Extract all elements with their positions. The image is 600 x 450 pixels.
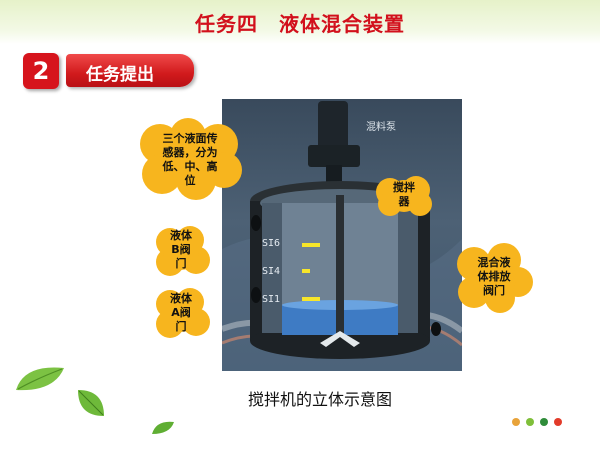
callout-valve-b-line-1: 液体 bbox=[170, 229, 192, 242]
callout-drain-line-3: 阀门 bbox=[483, 284, 505, 297]
sensor-label-mid: SI4 bbox=[262, 266, 281, 277]
mixer-illustration: 混料泵 SI6 SI4 SI1 bbox=[222, 99, 462, 371]
callout-sensor-line-2: 感器，分为 bbox=[162, 146, 218, 159]
callout-mixer-line-1: 搅拌 bbox=[393, 181, 415, 194]
callout-valve-b-line-3: 门 bbox=[175, 257, 187, 270]
callout-drain-line-1: 混合液 bbox=[477, 256, 511, 269]
dot-red bbox=[554, 418, 562, 426]
section-label: 任务提出 bbox=[86, 65, 154, 85]
sensor-label-high: SI6 bbox=[262, 238, 281, 249]
figure-caption: 搅拌机的立体示意图 bbox=[248, 390, 393, 409]
callout-sensor-desc: 三个液面传 感器，分为 低、中、高 位 bbox=[138, 118, 242, 200]
pump-label: 混料泵 bbox=[366, 122, 396, 133]
section-number: 2 bbox=[32, 57, 50, 85]
callout-mixer-line-2: 器 bbox=[398, 195, 410, 208]
dot-orange bbox=[512, 418, 520, 426]
callout-valve-b-line-2: B阀 bbox=[171, 243, 191, 256]
dot-dark-green bbox=[540, 418, 548, 426]
callout-valve-a: 液体 A阀 门 bbox=[152, 286, 210, 342]
callout-mixer: 搅拌 器 bbox=[372, 174, 436, 218]
header-band bbox=[0, 0, 600, 44]
callout-sensor-line-4: 位 bbox=[184, 174, 196, 187]
callout-drain-valve: 混合液 体排放 阀门 bbox=[454, 242, 534, 314]
leaf-icon-1 bbox=[16, 367, 64, 391]
sensor-label-low: SI1 bbox=[262, 294, 281, 305]
callout-sensor-line-1: 三个液面传 bbox=[162, 132, 218, 145]
leaf-icon-2 bbox=[78, 390, 104, 416]
callout-valve-a-line-1: 液体 bbox=[170, 292, 192, 305]
callout-valve-a-line-2: A阀 bbox=[171, 306, 191, 319]
section-tab: 任务提出 bbox=[66, 54, 194, 87]
section-number-badge: 2 bbox=[23, 53, 59, 89]
page-title: 任务四 液体混合装置 bbox=[195, 12, 405, 36]
dot-light-green bbox=[526, 418, 534, 426]
callout-valve-b: 液体 B阀 门 bbox=[152, 224, 210, 280]
callout-valve-a-line-3: 门 bbox=[175, 320, 187, 333]
callout-drain-line-2: 体排放 bbox=[477, 270, 511, 283]
leaf-icon-3 bbox=[152, 421, 174, 434]
callout-sensor-line-3: 低、中、高 bbox=[162, 160, 218, 173]
